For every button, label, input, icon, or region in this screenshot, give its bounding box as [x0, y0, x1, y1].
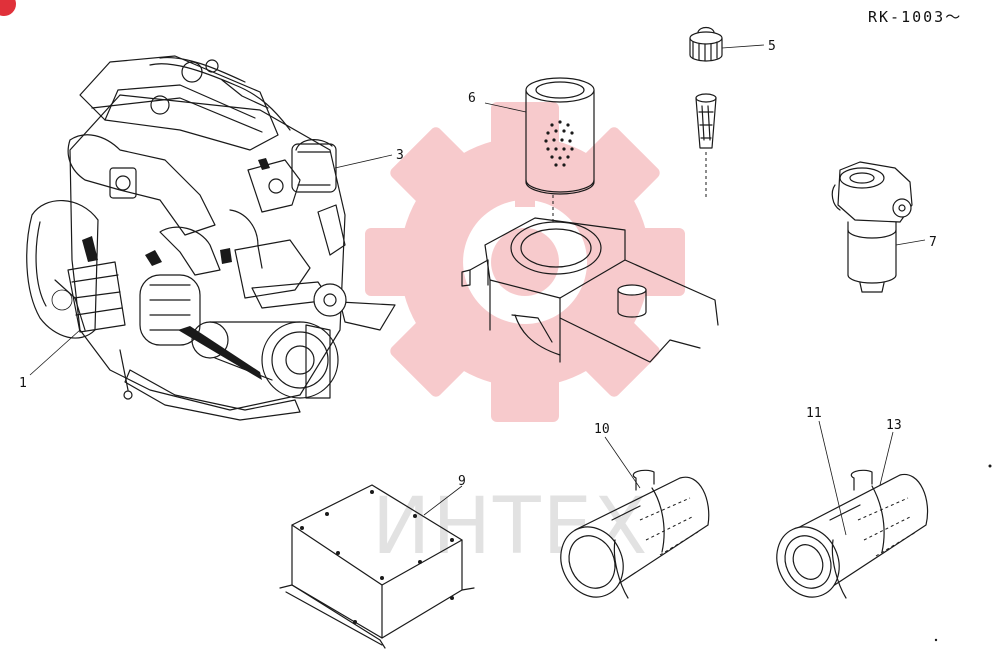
reference-code: RK-1003～: [868, 8, 962, 26]
stray-dot: [988, 464, 992, 468]
callout-3: 3: [396, 148, 404, 163]
leader-3: [334, 154, 393, 169]
corner-badge: [0, 0, 16, 16]
engine-assembly: [26, 55, 396, 421]
fuel-filter: [831, 161, 913, 293]
leader-5: [721, 44, 765, 49]
callout-11: 11: [806, 406, 822, 421]
air-filter-element: [525, 77, 595, 195]
control-box: [279, 484, 475, 649]
leader-13: [879, 431, 894, 486]
stray-dot-2: [934, 638, 938, 642]
callout-7: 7: [929, 235, 937, 250]
leader-1: [29, 329, 81, 376]
leader-10: [604, 436, 641, 489]
callout-13: 13: [886, 418, 902, 433]
leader-6: [484, 102, 527, 113]
leader-7: [895, 239, 926, 246]
callout-6: 6: [468, 91, 476, 106]
strainer: [695, 93, 717, 149]
leader-11: [818, 420, 847, 536]
filler-cap: [689, 26, 723, 62]
callout-5: 5: [768, 39, 776, 54]
callout-1: 1: [19, 376, 27, 391]
muffler-11: [776, 469, 929, 599]
callout-10: 10: [594, 422, 610, 437]
watermark-gear-icon: [365, 102, 685, 422]
muffler-10: [560, 469, 710, 599]
leader-9: [423, 485, 463, 516]
air-cleaner-housing: [461, 217, 719, 363]
callout-9: 9: [458, 474, 466, 489]
